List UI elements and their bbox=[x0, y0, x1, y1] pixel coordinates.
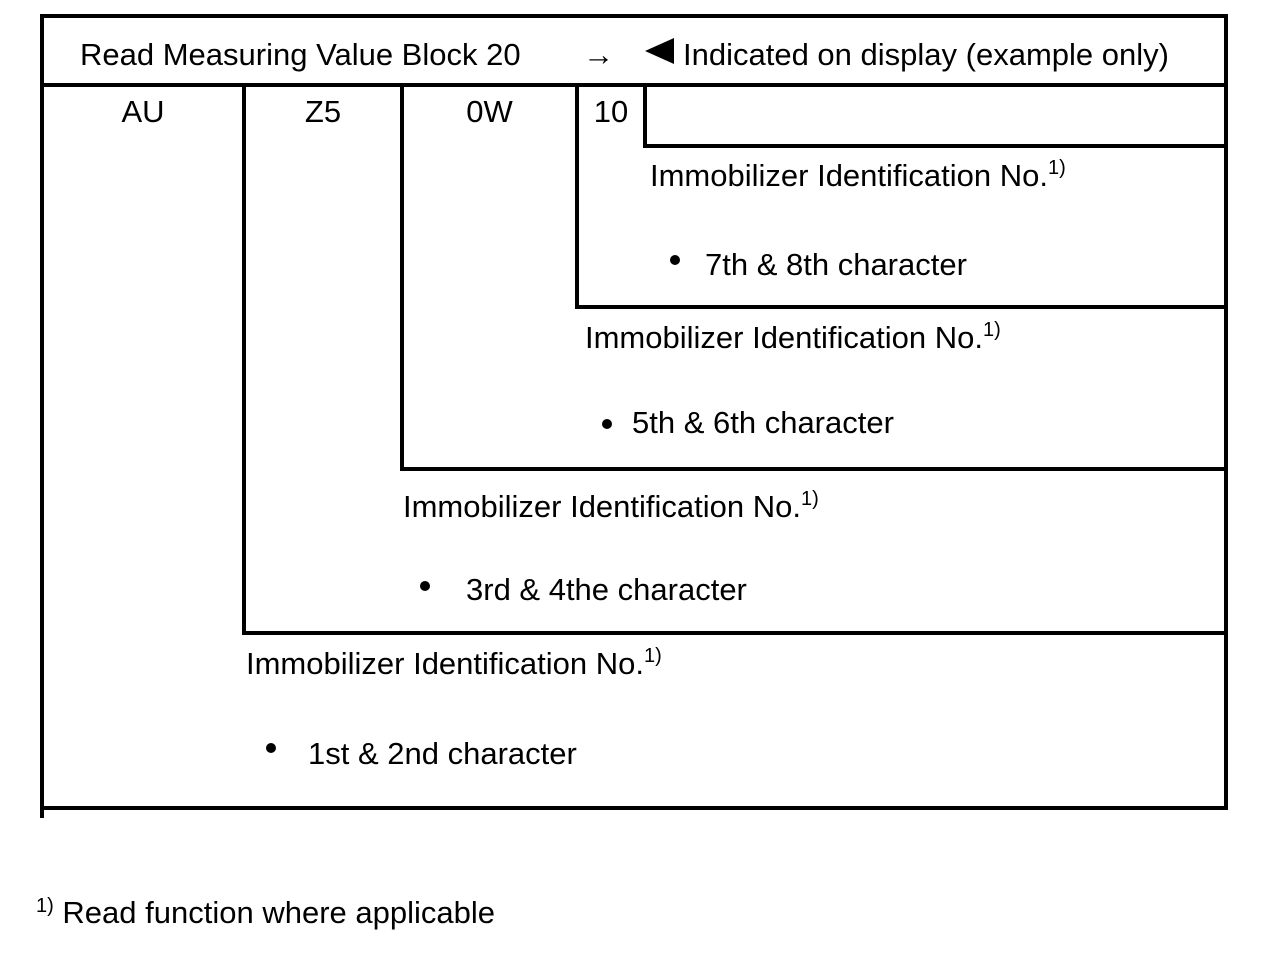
bracket-bottom-z5 bbox=[242, 631, 1228, 635]
bracket-bottom-display-cell bbox=[643, 144, 1228, 148]
field-code-10: 10 bbox=[593, 94, 629, 129]
description-detail-au: 1st & 2nd character bbox=[308, 736, 577, 771]
footnote-ref-mark: 1) bbox=[644, 645, 662, 667]
header-box bbox=[40, 14, 1228, 87]
label-text: Immobilizer Identification No. bbox=[403, 489, 801, 524]
bullet-icon bbox=[420, 581, 430, 591]
field-code-au: AU bbox=[121, 94, 165, 129]
footnote-ref-mark: 1) bbox=[983, 319, 1001, 341]
field-code-0w: 0W bbox=[466, 94, 513, 129]
outer-right-border bbox=[1224, 85, 1228, 810]
bullet-icon bbox=[670, 255, 680, 265]
outer-left-border bbox=[40, 85, 44, 818]
footnote-text: Read function where applicable bbox=[62, 895, 495, 930]
right-arrow-icon: → bbox=[583, 37, 614, 72]
divider-0w-10 bbox=[575, 85, 579, 309]
bullet-icon bbox=[602, 419, 612, 429]
description-detail-0w: 5th & 6th character bbox=[632, 405, 894, 440]
label-text: Immobilizer Identification No. bbox=[585, 320, 983, 355]
label-text: Immobilizer Identification No. bbox=[246, 646, 644, 681]
bracket-bottom-0w bbox=[400, 467, 1228, 471]
divider-au-z5 bbox=[242, 85, 246, 635]
description-detail-z5: 3rd & 4the character bbox=[466, 572, 747, 607]
outer-bottom-border bbox=[40, 806, 1228, 810]
description-label-z5: Immobilizer Identification No.1) bbox=[403, 488, 819, 528]
divider-z5-0w bbox=[400, 85, 404, 471]
bracket-bottom-10 bbox=[575, 305, 1228, 309]
header-title: Read Measuring Value Block 20 bbox=[80, 37, 521, 72]
bullet-icon bbox=[266, 743, 276, 753]
footnote-ref-mark: 1) bbox=[36, 895, 54, 917]
header-display-note: Indicated on display (example only) bbox=[683, 37, 1169, 72]
footnote: 1) Read function where applicable bbox=[36, 895, 495, 934]
display-pointer-icon bbox=[645, 38, 674, 64]
divider-10-display bbox=[643, 85, 647, 148]
description-label-10: Immobilizer Identification No.1) bbox=[650, 157, 1066, 197]
footnote-ref-mark: 1) bbox=[801, 488, 819, 510]
label-text: Immobilizer Identification No. bbox=[650, 158, 1048, 193]
footnote-ref-mark: 1) bbox=[1048, 157, 1066, 179]
description-label-au: Immobilizer Identification No.1) bbox=[246, 645, 662, 685]
description-label-0w: Immobilizer Identification No.1) bbox=[585, 319, 1001, 359]
description-detail-10: 7th & 8th character bbox=[705, 247, 967, 282]
field-code-z5: Z5 bbox=[304, 94, 342, 129]
